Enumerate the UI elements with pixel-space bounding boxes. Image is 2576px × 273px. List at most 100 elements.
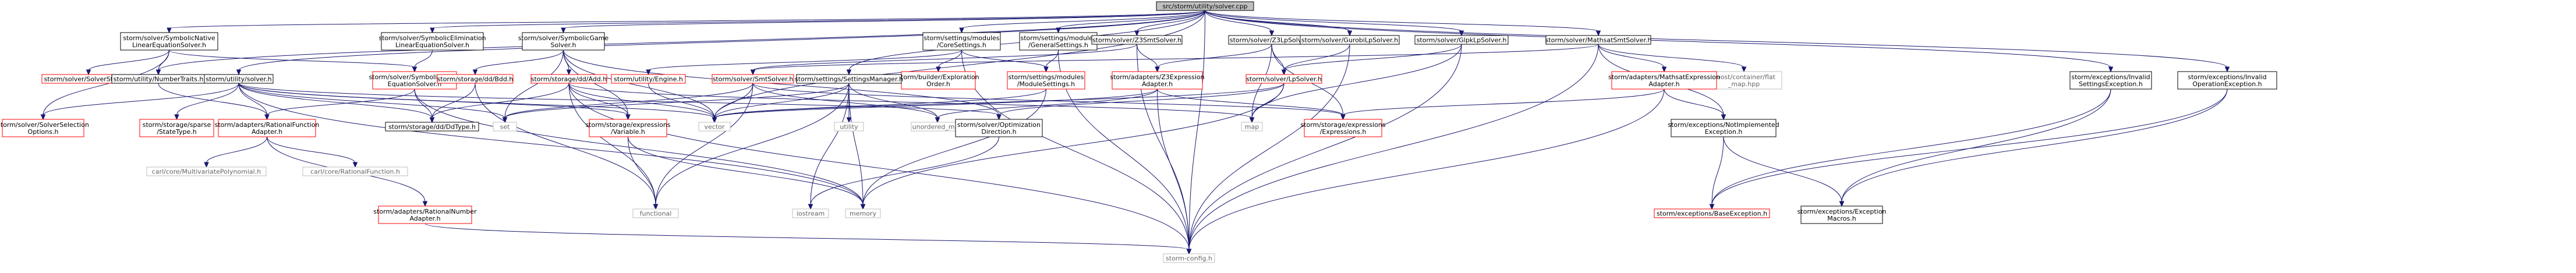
dependency-edge: [502, 83, 850, 123]
node-box: [589, 119, 667, 137]
node-label-line: /StateType.h: [157, 128, 197, 136]
node-label-line: LinearEquationSolver.h: [395, 41, 469, 49]
node-label-line: storm/settings/modules: [1008, 73, 1084, 81]
storm-utility-engine-h-node: storm/utility/Engine.h: [611, 74, 686, 84]
storm-solver-gurobilpsolver-h-node[interactable]: storm/solver/GurobiLpSolver.h: [1300, 35, 1400, 45]
node-box: [1007, 71, 1085, 90]
node-label-line: Options.h: [28, 128, 59, 136]
dependency-edge: [264, 88, 415, 120]
node-box: [1611, 71, 1717, 90]
dependency-edge: [628, 136, 866, 210]
storm-exceptions-notimplementedexception-h-node[interactable]: storm/exceptions/NotImplementedException…: [1668, 119, 1779, 137]
node-label-line: storm/solver/GlpkLpSolver.h: [1417, 37, 1507, 44]
dependency-edge: [646, 49, 962, 76]
node-box: [2177, 71, 2277, 90]
dependency-edge: [236, 10, 1205, 76]
dependency-edge: [204, 136, 267, 168]
node-label-line: EquationSolver.h: [388, 80, 442, 88]
utility-node: utility: [834, 122, 864, 132]
node-label-line: memory: [850, 210, 876, 218]
node-label-line: storm/storage/expressions: [1300, 121, 1385, 129]
node-label-line: /Expressions.h: [1320, 128, 1367, 136]
dependency-edge: [563, 49, 572, 76]
storm-settings-settingsmanager-h-node[interactable]: storm/settings/SettingsManager.h: [795, 74, 903, 84]
storm-exceptions-invalidsettingsexception-h-node[interactable]: storm/exceptions/InvalidSettingsExceptio…: [2069, 71, 2152, 90]
storm-exceptions-invalidoperationexception-h-node[interactable]: storm/exceptions/InvalidOperationExcepti…: [2177, 71, 2277, 90]
dependency-edge: [430, 10, 1205, 34]
dependency-edge: [1249, 83, 1285, 123]
dependency-edge: [750, 44, 1599, 76]
node-label-line: unordered_map: [912, 123, 963, 131]
storm-solver-z3smtsolver-h-node[interactable]: storm/solver/Z3SmtSolver.h: [1091, 35, 1183, 45]
node-label-line: /GeneralSettings.h: [1028, 41, 1088, 49]
storm-solver-glpklpsolver-h-node[interactable]: storm/solver/GlpkLpSolver.h: [1414, 35, 1509, 45]
node-label-line: /Variable.h: [611, 128, 645, 136]
node-label-line: storm/solver/LpSolver.h: [1246, 76, 1322, 83]
dependency-edge: [1186, 44, 1462, 255]
node-label-line: storm/solver/Z3LpSolver.h: [1230, 37, 1314, 44]
dependency-edge: [935, 88, 1158, 123]
node-label-line: storm/solver/GurobiLpSolver.h: [1301, 37, 1398, 44]
node-label-line: storm/exceptions/BaseException.h: [1657, 210, 1767, 218]
dependency-edge: [1186, 88, 1665, 255]
storm-adapters-mathsatexpressionadapter-h-node: storm/adapters/MathsatExpressionAdapter.…: [1608, 71, 1720, 90]
node-label-line: storm/settings/SettingsManager.h: [795, 76, 903, 83]
node-label-line: storm/storage/dd/Add.h: [531, 76, 607, 83]
node-label-line: /ModuleSettings.h: [1017, 80, 1075, 88]
node-label-line: storm/exceptions/Exception: [1797, 208, 1887, 215]
dependency-edge: [40, 83, 239, 120]
dependency-edge: [808, 136, 999, 210]
node-box: [1414, 35, 1509, 45]
carl-core-rationalfunction-h-node: carl/core/RationalFunction.h: [302, 166, 408, 176]
storm-storage-dd-ddtype-h-node[interactable]: storm/storage/dd/DdType.h: [385, 122, 479, 132]
node-label-line: carl/core/MultivariatePolynomial.h: [152, 168, 261, 176]
storm-settings-modules-generalsettings-h-node[interactable]: storm/settings/modules/GeneralSettings.h: [1019, 32, 1098, 51]
dependency-edge: [1664, 88, 1726, 120]
functional-node: functional: [632, 208, 679, 218]
node-label-line: Order.h: [926, 80, 950, 88]
node-box: [302, 166, 408, 176]
node-label-line: storm/solver/SymbolicGame: [518, 34, 609, 42]
node-label-line: storm/solver/SymbolicNative: [123, 34, 215, 42]
storm-utility-solver-h-node[interactable]: storm/utility/solver.h: [204, 74, 274, 84]
dependency-edge: [414, 88, 435, 123]
node-label-line: utility: [840, 123, 858, 131]
node-box: [493, 122, 517, 132]
storm-settings-modules-coresettings-h-node[interactable]: storm/settings/modules/CoreSettings.h: [922, 32, 1001, 51]
dependency-edge: [429, 83, 569, 123]
node-label-line: storm/utility/solver.h: [206, 76, 271, 83]
node-box: [1800, 205, 1883, 224]
storm-solver-mathsatsmtsolver-h-node[interactable]: storm/solver/MathsatSmtSolver.h: [1545, 35, 1652, 45]
node-box: [1300, 35, 1400, 45]
node-box: [218, 119, 316, 137]
node-label-line: boost/container/flat: [1712, 73, 1776, 81]
storm-utility-numbertraits-h-node[interactable]: storm/utility/NumberTraits.h: [111, 74, 206, 84]
storm-solver-z3lpsolver-h-node[interactable]: storm/solver/Z3LpSolver.h: [1228, 35, 1315, 45]
storm-solver-symboliceliminationlinearequationsolver-h-node[interactable]: storm/solver/SymbolicEliminationLinearEq…: [378, 32, 486, 51]
node-label-line: _map.hpp: [1728, 80, 1760, 88]
storm-solver-lpsolver-h-node: storm/solver/LpSolver.h: [1245, 74, 1322, 84]
node-label-line: storm/solver/SmtSolver.h: [713, 76, 794, 83]
dependency-edge: [563, 49, 717, 123]
node-label-line: src/storm/utility/solver.cpp: [1162, 3, 1247, 10]
boost-container-flat-map-hpp-node: boost/container/flat_map.hpp: [1705, 71, 1782, 90]
node-box: [139, 119, 214, 137]
dependency-edge: [1281, 44, 1462, 76]
storm-solver-symbolicnativelinearequationsolver-h-node[interactable]: storm/solver/SymbolicNativeLinearEquatio…: [120, 32, 218, 51]
dependency-edge: [1205, 10, 1601, 37]
node-box: [1671, 119, 1777, 137]
dependency-edge: [86, 49, 169, 76]
storm-storage-dd-add-h-node: storm/storage/dd/Add.h: [530, 74, 607, 84]
dependency-edge: [996, 83, 1285, 120]
node-box: [1654, 208, 1770, 218]
node-box: [1241, 122, 1263, 132]
dependency-edge: [712, 83, 1285, 123]
dependency-edge: [860, 83, 1285, 210]
dependency-edge: [568, 83, 717, 123]
node-label-line: storm/adapters/Z3Expression: [1110, 73, 1204, 81]
